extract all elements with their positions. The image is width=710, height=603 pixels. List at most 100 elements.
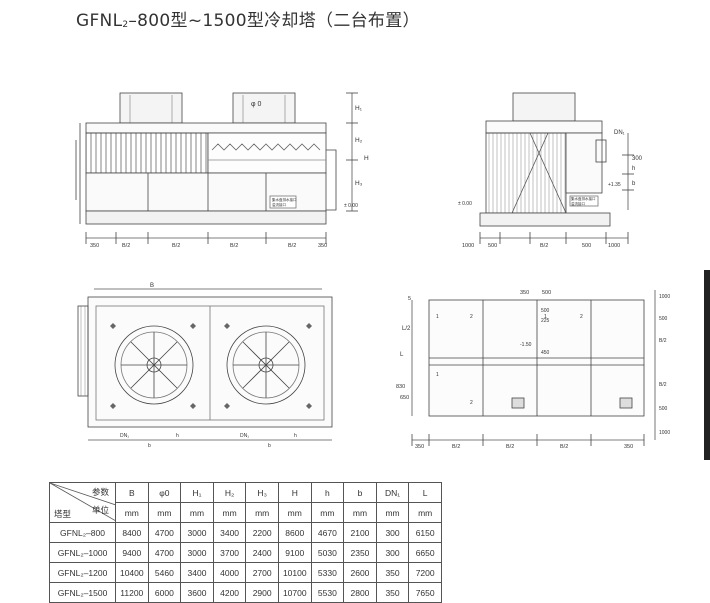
table-cell: 5460 — [147, 562, 182, 583]
table-row: GFNL₂–1000 9400 4700 3000 3700 2400 9100… — [49, 542, 442, 563]
table-row-model: GFNL₂–1000 — [49, 542, 116, 563]
table-header-cell: H₁ — [180, 482, 214, 503]
table-cell: 3700 — [212, 542, 247, 563]
table-cell: 9400 — [115, 542, 149, 563]
table-row-model: GFNL₂–1200 — [49, 562, 116, 583]
table-cell: 3000 — [180, 542, 214, 563]
table-header-cell: H — [277, 482, 312, 503]
title-model: GFNL — [76, 11, 123, 31]
side-level-135: +1.35 — [608, 182, 621, 188]
table-row-model: GFNL₂–800 — [49, 522, 116, 543]
table-header-cell: H₃ — [245, 482, 279, 503]
side-dim-b: b — [632, 181, 636, 187]
table-cell: 4670 — [310, 522, 345, 543]
side-dim-h: h — [632, 166, 635, 172]
corner-diagonals — [50, 483, 115, 521]
table-cell: 6650 — [408, 542, 442, 563]
fnd-225: 225 — [541, 318, 550, 324]
side-dim-300: 300 — [632, 156, 643, 162]
table-cell: 2900 — [245, 582, 279, 603]
table-cell: 2400 — [245, 542, 279, 563]
table-row: GFNL₂–1200 10400 5460 3400 4000 2700 101… — [49, 562, 442, 583]
dim-h2: H₂ — [355, 137, 363, 144]
level-zero: ± 0.00 — [344, 203, 358, 209]
table-cell: 4700 — [147, 542, 182, 563]
fnd-450: 450 — [541, 350, 550, 356]
corner-unit: 单位 — [91, 505, 109, 515]
table-cell: 3600 — [180, 582, 214, 603]
table-header-cell: DN₁ — [375, 482, 410, 503]
fnd-cell-2b: 2 — [580, 314, 583, 320]
table-cell: 10700 — [277, 582, 312, 603]
fnd-cell-1b: 1 — [544, 314, 547, 320]
fnd-cell-1c: 1 — [436, 372, 439, 378]
table-cell: 2100 — [343, 522, 377, 543]
front-dim-2: B/2 — [172, 243, 180, 249]
fnd-top-350: 350 — [520, 290, 529, 296]
note-overflow: 溢流接口 — [272, 202, 286, 207]
page-title: GFNL2–800型~1500型冷却塔（二台布置） — [76, 6, 420, 31]
plan-view — [77, 288, 333, 441]
note-drain: 集水盘排水接口 — [272, 197, 297, 202]
table-header-cell: L — [408, 482, 442, 503]
plan-h-1: h — [176, 433, 179, 439]
phi-label: φ 0 — [251, 101, 261, 108]
table-header-cell: H₂ — [212, 482, 247, 503]
front-dim-4: B/2 — [288, 243, 296, 249]
fnd-cell-2c: 2 — [470, 400, 473, 406]
dim-h1: H₁ — [355, 105, 363, 112]
table-cell: 11200 — [115, 582, 149, 603]
table-unit-cell: mm — [277, 502, 312, 523]
side-dn-label: DN₁ — [614, 130, 625, 136]
table-cell: 5330 — [310, 562, 345, 583]
table-cell: 350 — [375, 582, 410, 603]
table-unit-cell: mm — [310, 502, 345, 523]
table-header-cell: h — [310, 482, 345, 503]
plan-b-1: b — [148, 443, 151, 449]
fnd-r-1000b: 1000 — [659, 430, 670, 436]
foundation-plan — [411, 290, 656, 446]
table-cell: 8600 — [277, 522, 312, 543]
table-cell: 350 — [375, 562, 410, 583]
table-unit-cell: mm — [375, 502, 410, 523]
table-unit-cell: mm — [180, 502, 214, 523]
table-header-cell: B — [115, 482, 149, 503]
fnd-cell-1a: 1 — [436, 314, 439, 320]
scan-edge — [704, 270, 710, 460]
side-dim-b2: B/2 — [540, 243, 548, 249]
fnd-r-1000a: 1000 — [659, 294, 670, 300]
table-cell: 2700 — [245, 562, 279, 583]
table-unit-cell: mm — [147, 502, 182, 523]
table-cell: 7200 — [408, 562, 442, 583]
table-cell: 4200 — [212, 582, 247, 603]
fnd-650: 650 — [400, 395, 409, 401]
table-cell: 4700 — [147, 522, 182, 543]
table-cell: 2600 — [343, 562, 377, 583]
corner-model: 塔型 — [54, 509, 72, 519]
table-row-model: GFNL₂–1500 — [49, 582, 116, 603]
table-cell: 5030 — [310, 542, 345, 563]
side-note-overflow: 溢流接口 — [571, 201, 585, 206]
fnd-bot-350b: 350 — [624, 444, 633, 450]
table-cell: 10400 — [115, 562, 149, 583]
table-cell: 2200 — [245, 522, 279, 543]
fnd-bot-350a: 350 — [415, 444, 424, 450]
fan-stack-left — [119, 92, 183, 124]
side-dim-1000a: 1000 — [462, 243, 474, 249]
table-corner: 参数 单位 塔型 — [49, 482, 116, 523]
dim-h3: H₃ — [355, 180, 363, 187]
table-cell: 6000 — [147, 582, 182, 603]
fnd-bot-b2b: B/2 — [506, 444, 514, 450]
table-unit-cell: mm — [212, 502, 247, 523]
fnd-r-b2a: B/2 — [659, 338, 667, 344]
table-unit-cell: mm — [245, 502, 279, 523]
table-cell: 8400 — [115, 522, 149, 543]
front-elevation — [75, 92, 358, 244]
table-cell: 6150 — [408, 522, 442, 543]
title-text: –800型~1500型冷却塔（二台布置） — [128, 11, 420, 31]
table-cell: 3400 — [212, 522, 247, 543]
plan-dn-2: DN₁ — [240, 433, 249, 439]
table-cell: 300 — [375, 522, 410, 543]
fnd-830: 830 — [396, 384, 405, 390]
